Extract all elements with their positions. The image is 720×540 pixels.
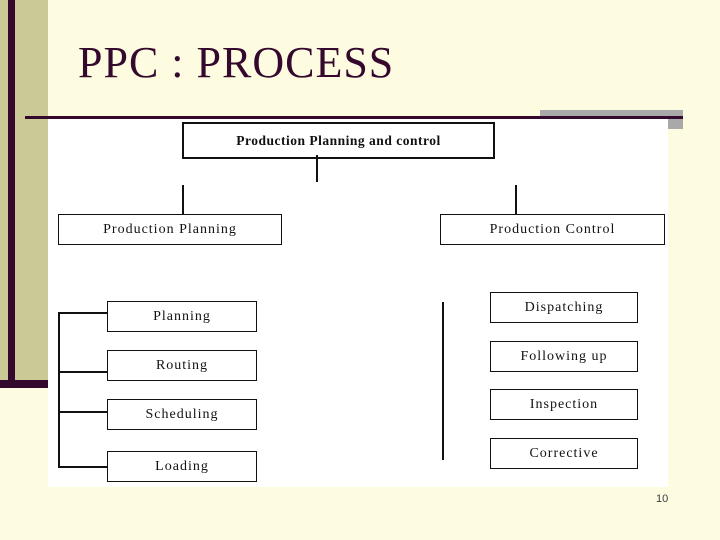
slide-title: PPC : PROCESS bbox=[78, 38, 395, 87]
divider-line bbox=[25, 116, 683, 119]
node-dispatching: Dispatching bbox=[490, 292, 638, 323]
sidebar-bottom-bar bbox=[0, 380, 48, 388]
node-corrective: Corrective bbox=[490, 438, 638, 469]
connector-left-drop bbox=[182, 185, 184, 214]
node-root: Production Planning and control bbox=[182, 122, 495, 159]
divider-gray-tab bbox=[667, 119, 683, 129]
connector-left-spine bbox=[58, 312, 60, 468]
connector-stub-routing bbox=[58, 371, 107, 373]
connector-right-spine bbox=[442, 302, 444, 460]
sidebar-accent-bar bbox=[8, 0, 15, 388]
connector-stub-scheduling bbox=[58, 411, 107, 413]
divider-gray-bar bbox=[540, 110, 683, 118]
node-planning: Planning bbox=[107, 301, 257, 332]
node-production-planning: Production Planning bbox=[58, 214, 282, 245]
node-loading: Loading bbox=[107, 451, 257, 482]
connector-right-drop bbox=[515, 185, 517, 214]
node-scheduling: Scheduling bbox=[107, 399, 257, 430]
page-number: 10 bbox=[656, 493, 669, 505]
node-routing: Routing bbox=[107, 350, 257, 381]
node-production-control: Production Control bbox=[440, 214, 665, 245]
connector-stub-planning bbox=[58, 312, 107, 314]
connector-root-stem bbox=[316, 155, 318, 182]
node-following-up: Following up bbox=[490, 341, 638, 372]
node-inspection: Inspection bbox=[490, 389, 638, 420]
connector-stub-loading bbox=[58, 466, 107, 468]
